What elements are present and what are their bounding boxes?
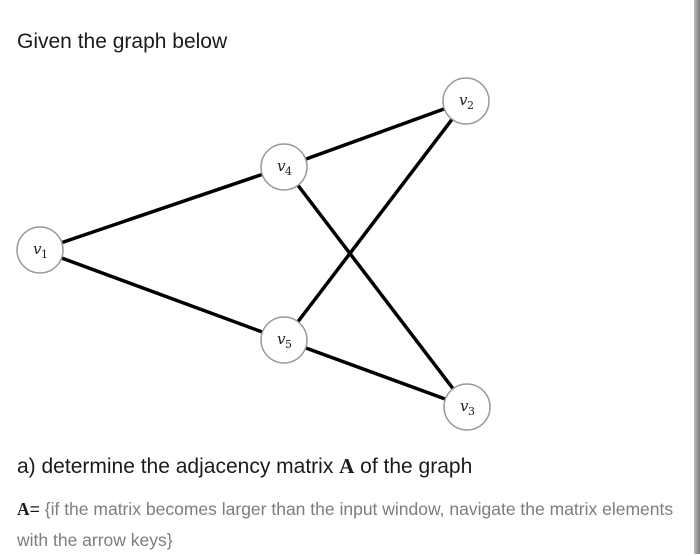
- edge-v1-v5: [39, 248, 285, 342]
- node-circle: [442, 77, 490, 125]
- node-circle: [443, 383, 491, 431]
- node-label: v: [460, 397, 469, 415]
- node-subscript: 1: [41, 248, 48, 261]
- node-label: v: [33, 240, 42, 258]
- node-subscript: 2: [467, 99, 474, 112]
- answer-equals: =: [29, 499, 40, 519]
- node-label: v: [459, 91, 468, 109]
- edge-v4-v2: [283, 99, 467, 169]
- node-subscript: 4: [285, 165, 292, 178]
- node-label: v: [277, 330, 286, 348]
- node-label: v: [277, 157, 286, 175]
- answer-symbol: A: [17, 499, 30, 519]
- edge-v1-v4: [39, 165, 285, 252]
- window-edge: [694, 0, 700, 554]
- edge-v5-v3: [283, 338, 468, 409]
- edge-v4-v3: [282, 165, 469, 409]
- node-circle: [16, 226, 64, 274]
- intro-text: Given the graph below: [17, 30, 228, 53]
- question-text: a) determine the adjacency matrix A of t…: [17, 454, 472, 479]
- question-suffix: of the graph: [354, 455, 473, 478]
- edge-v5-v2: [282, 99, 468, 342]
- node-circle: [260, 143, 308, 191]
- answer-field[interactable]: A= {if the matrix becomes larger than th…: [17, 494, 677, 556]
- answer-hint: {if the matrix becomes larger than the i…: [17, 499, 674, 550]
- node-subscript: 3: [468, 405, 475, 418]
- node-subscript: 5: [285, 338, 292, 351]
- node-circle: [260, 316, 308, 364]
- question-prefix: a) determine the adjacency matrix: [17, 455, 340, 478]
- matrix-symbol: A: [339, 454, 355, 478]
